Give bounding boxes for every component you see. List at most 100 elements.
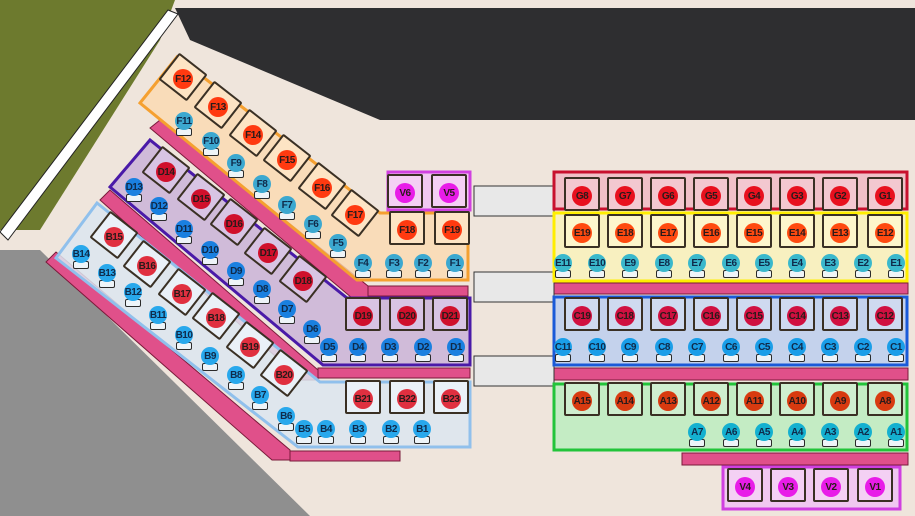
seat-B17[interactable]: B17 — [172, 284, 192, 304]
seat-D4[interactable]: D4 — [349, 338, 367, 356]
seat-D19[interactable]: D19 — [353, 306, 373, 326]
seat-E15[interactable]: E15 — [744, 223, 764, 243]
seat-D12[interactable]: D12 — [150, 197, 168, 215]
seat-E18[interactable]: E18 — [615, 223, 635, 243]
seat-B20[interactable]: B20 — [274, 365, 294, 385]
seat-A14[interactable]: A14 — [615, 391, 635, 411]
seat-E9[interactable]: E9 — [621, 254, 639, 272]
seat-C4[interactable]: C4 — [788, 338, 806, 356]
seat-B22[interactable]: B22 — [397, 389, 417, 409]
seat-B4[interactable]: B4 — [317, 420, 335, 438]
seat-V1[interactable]: V1 — [865, 477, 885, 497]
seat-B7[interactable]: B7 — [251, 386, 269, 404]
seat-E6[interactable]: E6 — [722, 254, 740, 272]
seat-F10[interactable]: F10 — [202, 132, 220, 150]
seat-F18[interactable]: F18 — [397, 220, 417, 240]
seat-F11[interactable]: F11 — [175, 112, 193, 130]
seat-E12[interactable]: E12 — [875, 223, 895, 243]
seat-C5[interactable]: C5 — [755, 338, 773, 356]
seat-D6[interactable]: D6 — [303, 320, 321, 338]
seat-B19[interactable]: B19 — [240, 337, 260, 357]
seat-C1[interactable]: C1 — [887, 338, 905, 356]
seat-E7[interactable]: E7 — [688, 254, 706, 272]
seat-D11[interactable]: D11 — [175, 220, 193, 238]
seat-F12[interactable]: F12 — [173, 69, 193, 89]
seat-G5[interactable]: G5 — [701, 186, 721, 206]
seat-C9[interactable]: C9 — [621, 338, 639, 356]
seat-E17[interactable]: E17 — [658, 223, 678, 243]
seat-B8[interactable]: B8 — [227, 366, 245, 384]
seat-A15[interactable]: A15 — [572, 391, 592, 411]
seat-F9[interactable]: F9 — [227, 154, 245, 172]
seat-D13[interactable]: D13 — [125, 178, 143, 196]
seat-F19[interactable]: F19 — [442, 220, 462, 240]
seat-D18[interactable]: D18 — [293, 271, 313, 291]
seat-V6[interactable]: V6 — [395, 183, 415, 203]
seat-D3[interactable]: D3 — [381, 338, 399, 356]
seat-D15[interactable]: D15 — [191, 189, 211, 209]
seat-A4[interactable]: A4 — [788, 423, 806, 441]
seat-B6[interactable]: B6 — [277, 407, 295, 425]
seat-G6[interactable]: G6 — [658, 186, 678, 206]
seat-D1[interactable]: D1 — [447, 338, 465, 356]
seat-C18[interactable]: C18 — [615, 306, 635, 326]
seat-B12[interactable]: B12 — [124, 283, 142, 301]
seat-C3[interactable]: C3 — [821, 338, 839, 356]
seat-B18[interactable]: B18 — [206, 308, 226, 328]
seat-C14[interactable]: C14 — [787, 306, 807, 326]
seat-E2[interactable]: E2 — [854, 254, 872, 272]
seat-A8[interactable]: A8 — [875, 391, 895, 411]
seat-A12[interactable]: A12 — [701, 391, 721, 411]
seat-F4[interactable]: F4 — [354, 254, 372, 272]
seat-B13[interactable]: B13 — [98, 264, 116, 282]
seat-E3[interactable]: E3 — [821, 254, 839, 272]
seat-F6[interactable]: F6 — [304, 215, 322, 233]
seat-G4[interactable]: G4 — [744, 186, 764, 206]
seat-E19[interactable]: E19 — [572, 223, 592, 243]
seat-E5[interactable]: E5 — [755, 254, 773, 272]
seat-D9[interactable]: D9 — [227, 262, 245, 280]
seat-E13[interactable]: E13 — [830, 223, 850, 243]
seat-D21[interactable]: D21 — [440, 306, 460, 326]
seat-B2[interactable]: B2 — [382, 420, 400, 438]
seat-G7[interactable]: G7 — [615, 186, 635, 206]
seat-C6[interactable]: C6 — [722, 338, 740, 356]
seat-C7[interactable]: C7 — [688, 338, 706, 356]
seat-D5[interactable]: D5 — [320, 338, 338, 356]
seat-D17[interactable]: D17 — [258, 243, 278, 263]
seat-C12[interactable]: C12 — [875, 306, 895, 326]
seat-F7[interactable]: F7 — [278, 196, 296, 214]
seat-F8[interactable]: F8 — [253, 175, 271, 193]
seat-G3[interactable]: G3 — [787, 186, 807, 206]
seat-C10[interactable]: C10 — [588, 338, 606, 356]
seat-C15[interactable]: C15 — [744, 306, 764, 326]
seat-C2[interactable]: C2 — [854, 338, 872, 356]
seat-F16[interactable]: F16 — [312, 178, 332, 198]
seat-F14[interactable]: F14 — [243, 125, 263, 145]
seat-B14[interactable]: B14 — [72, 245, 90, 263]
seat-B11[interactable]: B11 — [149, 306, 167, 324]
seat-A3[interactable]: A3 — [821, 423, 839, 441]
seat-D7[interactable]: D7 — [278, 300, 296, 318]
seat-G1[interactable]: G1 — [875, 186, 895, 206]
seat-C17[interactable]: C17 — [658, 306, 678, 326]
seat-B23[interactable]: B23 — [441, 389, 461, 409]
seat-C19[interactable]: C19 — [572, 306, 592, 326]
seat-F5[interactable]: F5 — [329, 234, 347, 252]
seat-B15[interactable]: B15 — [104, 227, 124, 247]
seat-E14[interactable]: E14 — [787, 223, 807, 243]
seat-E1[interactable]: E1 — [887, 254, 905, 272]
seat-V2[interactable]: V2 — [821, 477, 841, 497]
seat-V5[interactable]: V5 — [439, 183, 459, 203]
seat-F2[interactable]: F2 — [414, 254, 432, 272]
seat-B5[interactable]: B5 — [295, 420, 313, 438]
seat-V4[interactable]: V4 — [735, 477, 755, 497]
seat-E10[interactable]: E10 — [588, 254, 606, 272]
seat-B1[interactable]: B1 — [413, 420, 431, 438]
seat-D2[interactable]: D2 — [414, 338, 432, 356]
seat-C8[interactable]: C8 — [655, 338, 673, 356]
seat-A7[interactable]: A7 — [688, 423, 706, 441]
seat-A11[interactable]: A11 — [744, 391, 764, 411]
seat-E4[interactable]: E4 — [788, 254, 806, 272]
seat-D20[interactable]: D20 — [397, 306, 417, 326]
